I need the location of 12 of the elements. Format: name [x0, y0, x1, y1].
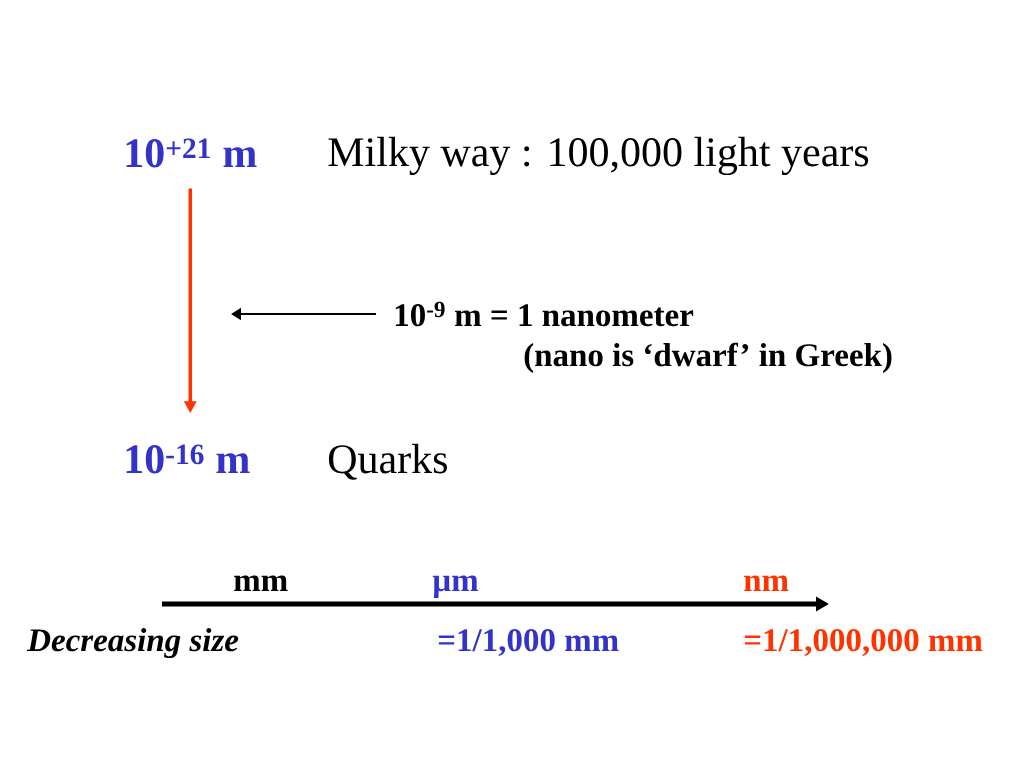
description-text: Quarks [328, 443, 447, 480]
note-text: (nano is ‘dwarf’ in Greek) [524, 342, 892, 374]
unit-label: µm [432, 575, 479, 599]
note-text: 10$^{-9}$ m = 1 nanometer [395, 301, 694, 327]
magnitude-label: 10$^{+21}$ m [126, 138, 257, 168]
axis-caption: Decreasing size [26, 628, 239, 659]
conversion-label: =1/1,000,000 mm [744, 629, 983, 657]
unit-label: mm [234, 575, 288, 591]
magnitude-label: 10$^{-16}$ m [126, 444, 250, 474]
description-text: Milky way : 100,000 light years [328, 136, 869, 176]
unit-label: nm [744, 575, 789, 591]
conversion-label: =1/1,000 mm [438, 629, 619, 657]
